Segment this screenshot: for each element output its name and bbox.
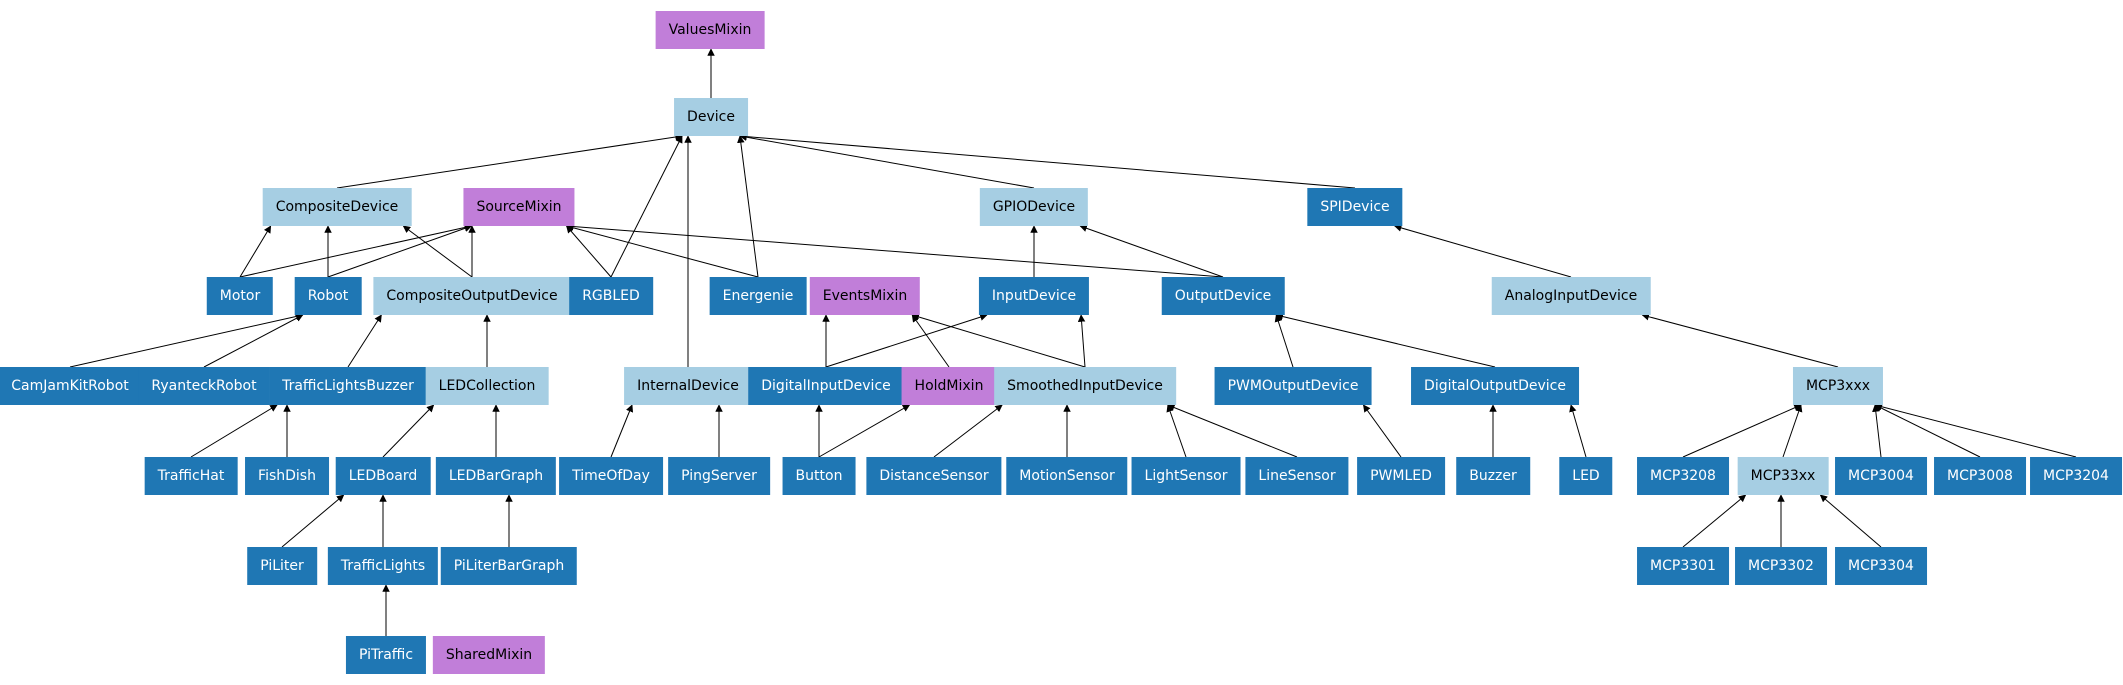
class-node-mcp3xxx[interactable]: MCP3xxx xyxy=(1792,367,1884,405)
class-node-rgbled[interactable]: RGBLED xyxy=(569,277,653,315)
inheritance-arrow-compositeoutputdevice-to-compositedevice xyxy=(402,225,473,278)
class-node-lightsensor[interactable]: LightSensor xyxy=(1131,457,1241,495)
class-node-compositeoutputdevice[interactable]: CompositeOutputDevice xyxy=(373,277,571,315)
inheritance-arrow-digitaloutputdevice-to-outputdevice xyxy=(1275,312,1496,368)
inheritance-arrow-energenie-to-sourcemixin xyxy=(565,224,759,278)
inheritance-arrow-spidevice-to-device xyxy=(739,132,1356,189)
class-node-piliterbargraph[interactable]: PiLiterBarGraph xyxy=(440,547,578,585)
class-node-smoothedinputdevice[interactable]: SmoothedInputDevice xyxy=(994,367,1176,405)
class-node-pitraffic[interactable]: PiTraffic xyxy=(345,636,427,674)
inheritance-arrow-pwmoutputdevice-to-outputdevice xyxy=(1274,314,1294,368)
inheritance-arrow-motor-to-compositedevice xyxy=(239,225,272,278)
class-node-mcp3008[interactable]: MCP3008 xyxy=(1934,457,2026,495)
class-node-sharedmixin[interactable]: SharedMixin xyxy=(432,636,546,674)
inheritance-arrow-mcp3208-to-mcp3xxx xyxy=(1682,404,1802,458)
class-node-fishdish[interactable]: FishDish xyxy=(245,457,329,495)
class-node-ledcollection[interactable]: LEDCollection xyxy=(425,367,549,405)
class-node-linesensor[interactable]: LineSensor xyxy=(1245,457,1349,495)
class-node-motor[interactable]: Motor xyxy=(206,277,274,315)
class-node-pwmoutputdevice[interactable]: PWMOutputDevice xyxy=(1214,367,1372,405)
inheritance-arrow-smoothedinputdevice-to-eventsmixin xyxy=(911,313,1086,368)
inheritance-arrow-mcp3004-to-mcp3xxx xyxy=(1872,404,1882,458)
class-node-mcp3302[interactable]: MCP3302 xyxy=(1735,547,1827,585)
inheritance-arrow-outputdevice-to-sourcemixin xyxy=(565,222,1224,278)
class-node-internaldevice[interactable]: InternalDevice xyxy=(624,367,752,405)
inheritance-arrow-traffichat-to-trafficlightsbuzzer xyxy=(190,404,278,458)
class-node-ledboard[interactable]: LEDBoard xyxy=(335,457,431,495)
class-node-motionsensor[interactable]: MotionSensor xyxy=(1006,457,1128,495)
inheritance-arrow-pwmled-to-pwmoutputdevice xyxy=(1362,404,1402,458)
class-node-trafficlights[interactable]: TrafficLights xyxy=(327,547,439,585)
class-node-outputdevice[interactable]: OutputDevice xyxy=(1161,277,1285,315)
inheritance-arrow-digitalinputdevice-to-inputdevice xyxy=(825,313,988,368)
inheritance-arrow-camjamkitrobot-to-robot xyxy=(69,312,304,368)
class-node-camjamkitrobot[interactable]: CamJamKitRobot xyxy=(0,367,142,405)
class-node-ryanteckrobot[interactable]: RyanteckRobot xyxy=(138,367,270,405)
class-node-mcp3004[interactable]: MCP3004 xyxy=(1835,457,1927,495)
inheritance-arrow-trafficlightsbuzzer-to-compositeoutputdevice xyxy=(347,314,382,368)
inheritance-arrow-distancesensor-to-smoothedinputdevice xyxy=(933,404,1003,458)
inheritance-arrow-rgbled-to-sourcemixin xyxy=(566,225,612,278)
class-node-valuesmixin[interactable]: ValuesMixin xyxy=(655,11,765,49)
class-node-analoginputdevice[interactable]: AnalogInputDevice xyxy=(1491,277,1651,315)
inheritance-arrow-outputdevice-to-gpiodevice xyxy=(1079,224,1224,278)
class-node-device[interactable]: Device xyxy=(674,98,748,136)
class-node-holdmixin[interactable]: HoldMixin xyxy=(901,367,997,405)
inheritance-arrow-rgbled-to-device xyxy=(610,135,683,278)
class-node-led[interactable]: LED xyxy=(1559,457,1613,495)
class-node-inputdevice[interactable]: InputDevice xyxy=(978,277,1090,315)
class-node-sourcemixin[interactable]: SourceMixin xyxy=(463,188,575,226)
inheritance-arrow-mcp3204-to-mcp3xxx xyxy=(1874,403,2077,458)
inheritance-arrow-mcp3304-to-mcp33xx xyxy=(1819,494,1882,548)
inheritance-arrow-gpiodevice-to-device xyxy=(739,133,1035,189)
inheritance-arrow-smoothedinputdevice-to-inputdevice xyxy=(1077,314,1086,368)
inheritance-arrow-compositedevice-to-device xyxy=(336,133,683,189)
class-node-traffichat[interactable]: TrafficHat xyxy=(144,457,238,495)
inheritance-arrow-lightsensor-to-smoothedinputdevice xyxy=(1166,404,1187,458)
inheritance-arrow-analoginputdevice-to-spidevice xyxy=(1393,224,1572,278)
class-node-digitaloutputdevice[interactable]: DigitalOutputDevice xyxy=(1411,367,1579,405)
class-node-energenie[interactable]: Energenie xyxy=(709,277,807,315)
class-node-mcp3301[interactable]: MCP3301 xyxy=(1637,547,1729,585)
class-node-mcp33xx[interactable]: MCP33xx xyxy=(1737,457,1829,495)
inheritance-arrow-energenie-to-device xyxy=(737,135,759,278)
class-node-timeofday[interactable]: TimeOfDay xyxy=(559,457,663,495)
class-node-piliter[interactable]: PiLiter xyxy=(247,547,317,585)
class-node-eventsmixin[interactable]: EventsMixin xyxy=(809,277,921,315)
inheritance-arrow-mcp33xx-to-mcp3xxx xyxy=(1782,404,1803,458)
inheritance-arrow-led-to-digitaloutputdevice xyxy=(1569,404,1587,458)
inheritance-arrow-timeofday-to-internaldevice xyxy=(610,404,634,458)
class-node-mcp3208[interactable]: MCP3208 xyxy=(1637,457,1729,495)
class-node-spidevice[interactable]: SPIDevice xyxy=(1307,188,1403,226)
class-node-compositedevice[interactable]: CompositeDevice xyxy=(262,188,412,226)
inheritance-arrow-mcp3xxx-to-analoginputdevice xyxy=(1641,313,1839,368)
class-node-gpiodevice[interactable]: GPIODevice xyxy=(979,188,1089,226)
class-node-trafficlightsbuzzer[interactable]: TrafficLightsBuzzer xyxy=(269,367,427,405)
class-node-robot[interactable]: Robot xyxy=(294,277,362,315)
inheritance-arrow-ledboard-to-ledcollection xyxy=(382,404,435,458)
inheritance-arrow-piliter-to-ledboard xyxy=(281,494,345,548)
class-node-pwmled[interactable]: PWMLED xyxy=(1357,457,1445,495)
class-node-mcp3204[interactable]: MCP3204 xyxy=(2030,457,2122,495)
inheritance-arrow-mcp3008-to-mcp3xxx xyxy=(1874,404,1981,458)
inheritance-arrow-mcp3301-to-mcp33xx xyxy=(1682,494,1747,548)
class-node-mcp3304[interactable]: MCP3304 xyxy=(1835,547,1927,585)
class-node-buzzer[interactable]: Buzzer xyxy=(1456,457,1530,495)
class-node-button[interactable]: Button xyxy=(782,457,856,495)
inheritance-arrow-button-to-holdmixin xyxy=(818,404,911,458)
inheritance-arrow-motor-to-sourcemixin xyxy=(239,223,473,278)
class-node-ledbargraph[interactable]: LEDBarGraph xyxy=(435,457,557,495)
class-node-distancesensor[interactable]: DistanceSensor xyxy=(866,457,1002,495)
class-node-pingserver[interactable]: PingServer xyxy=(668,457,770,495)
inheritance-arrow-holdmixin-to-eventsmixin xyxy=(911,314,950,368)
class-node-digitalinputdevice[interactable]: DigitalInputDevice xyxy=(748,367,904,405)
inheritance-arrow-ryanteckrobot-to-robot xyxy=(203,314,304,368)
inheritance-arrow-linesensor-to-smoothedinputdevice xyxy=(1167,404,1298,458)
inheritance-arrow-robot-to-sourcemixin xyxy=(327,224,473,278)
